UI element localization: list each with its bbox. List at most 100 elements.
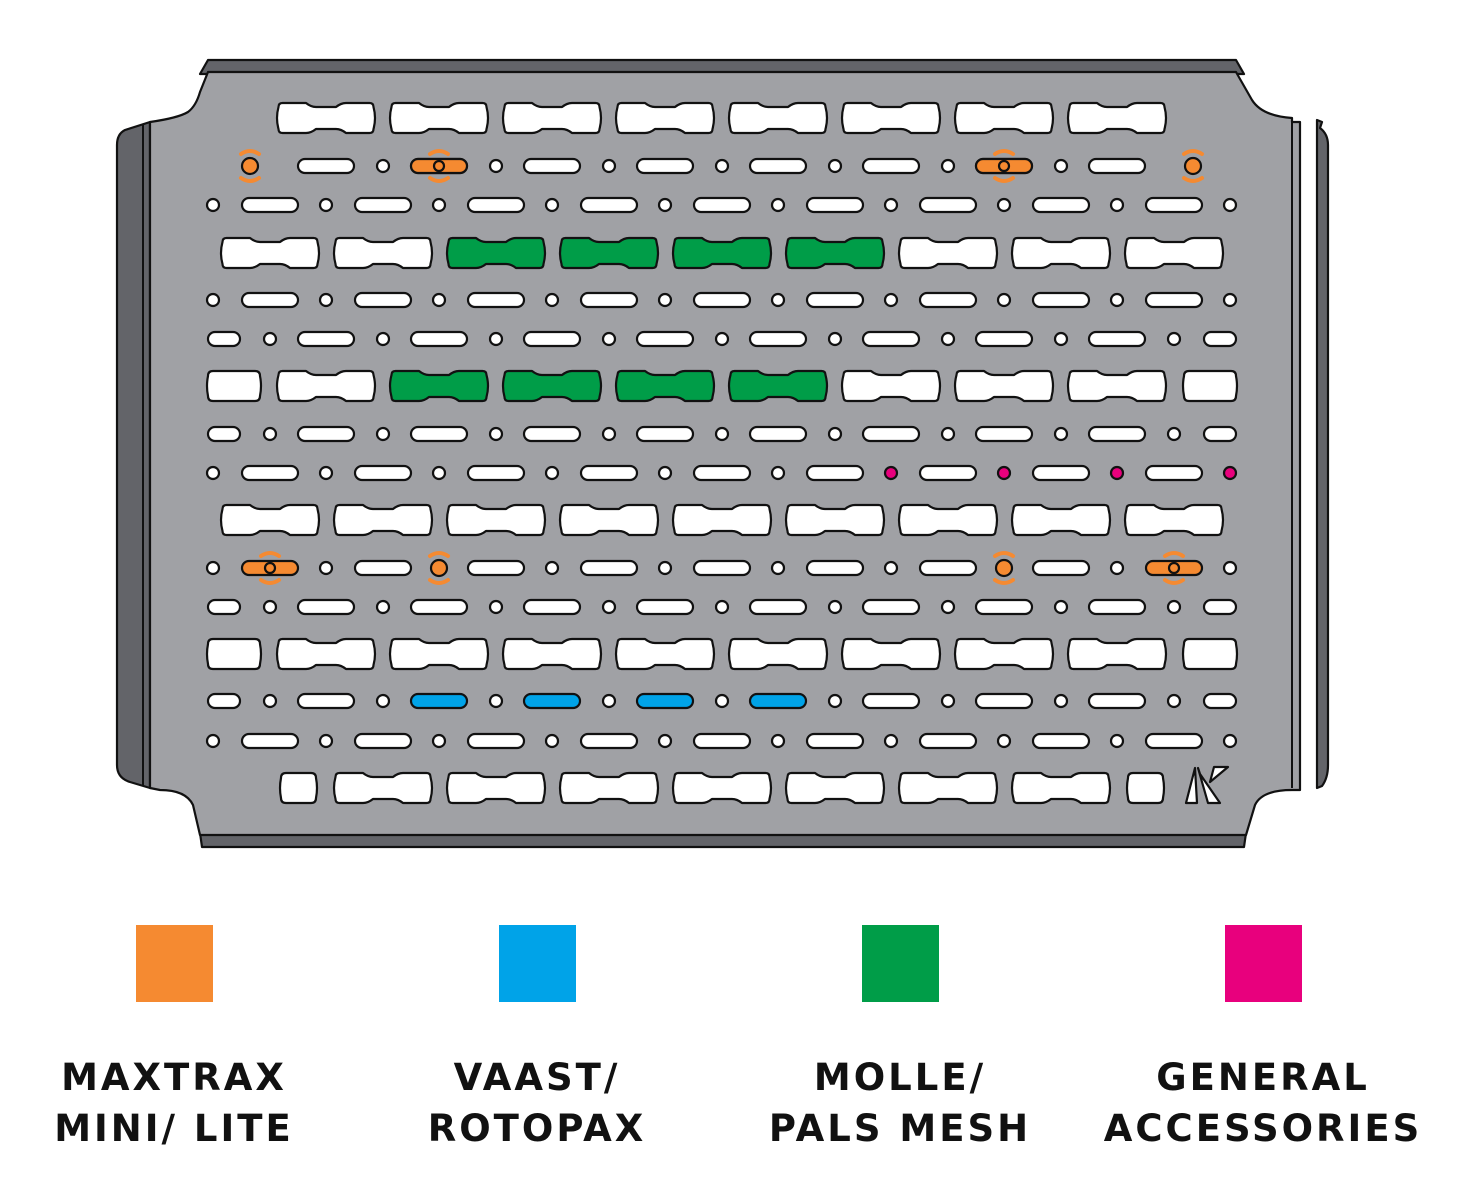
hole	[544, 560, 560, 576]
maxtrax-clip-arc	[239, 149, 261, 156]
small-slot	[635, 157, 695, 175]
small-slot	[206, 425, 242, 443]
hole	[940, 426, 956, 442]
large-slot	[388, 101, 490, 135]
hole	[827, 693, 843, 709]
small-slot	[353, 732, 413, 750]
small-slot	[466, 732, 526, 750]
hole	[657, 733, 673, 749]
hole	[827, 599, 843, 615]
large-slot	[784, 771, 886, 805]
large-slot	[727, 369, 829, 403]
small-slot	[240, 464, 300, 482]
hole	[1109, 560, 1125, 576]
legend-label-line2: PALS MESH	[768, 1107, 1032, 1150]
large-slot	[614, 369, 716, 403]
hole	[657, 465, 673, 481]
small-slot	[409, 692, 469, 710]
small-slot	[918, 464, 978, 482]
maxtrax-clip-arc	[1163, 551, 1185, 558]
small-slot	[918, 196, 978, 214]
hole	[205, 197, 221, 213]
hole	[488, 331, 504, 347]
hole	[431, 733, 447, 749]
legend-label-line1: VAAST/	[453, 1056, 621, 1099]
small-slot	[296, 330, 356, 348]
large-slot	[671, 236, 773, 270]
hole	[714, 599, 730, 615]
hole	[883, 560, 899, 576]
small-slot	[522, 157, 582, 175]
maxtrax-clip-arc	[428, 578, 450, 585]
small-slot	[1031, 196, 1091, 214]
small-slot	[918, 732, 978, 750]
hole	[240, 156, 260, 176]
small-slot	[522, 598, 582, 616]
legend-label-line2: ACCESSORIES	[1103, 1107, 1423, 1150]
maxtrax-clip-arc	[993, 551, 1015, 558]
hole	[996, 197, 1012, 213]
hole	[1222, 733, 1238, 749]
hole	[827, 158, 843, 174]
hole	[375, 331, 391, 347]
hole	[262, 331, 278, 347]
hole	[318, 560, 334, 576]
hole	[1166, 426, 1182, 442]
large-slot	[558, 236, 660, 270]
large-slot	[445, 236, 547, 270]
large-slot	[727, 101, 829, 135]
maxtrax-clip-arc	[1182, 149, 1204, 156]
hole	[1222, 465, 1238, 481]
large-slot	[219, 503, 321, 537]
small-slot	[353, 196, 413, 214]
legend-swatch-maxtrax	[135, 925, 213, 1002]
large-slot	[840, 369, 942, 403]
small-slot	[1202, 425, 1238, 443]
small-slot	[805, 732, 865, 750]
small-slot	[296, 692, 356, 710]
maxtrax-clip-arc	[993, 149, 1015, 156]
small-slot	[296, 425, 356, 443]
large-slot	[388, 369, 490, 403]
hole	[714, 331, 730, 347]
small-slot	[861, 692, 921, 710]
hole	[262, 693, 278, 709]
hole	[1183, 156, 1203, 176]
small-slot	[918, 291, 978, 309]
large-slot	[558, 503, 660, 537]
hole	[1053, 158, 1069, 174]
maxtrax-clip-arc	[993, 176, 1015, 183]
legend-swatch-molle	[861, 925, 939, 1002]
large-slot	[501, 369, 603, 403]
small-slot	[579, 196, 639, 214]
hole	[770, 292, 786, 308]
hole	[1053, 693, 1069, 709]
small-slot	[522, 330, 582, 348]
small-slot	[1202, 692, 1238, 710]
small-slot	[1087, 598, 1147, 616]
hole	[940, 599, 956, 615]
hole	[263, 561, 277, 575]
hole	[262, 599, 278, 615]
small-slot	[1087, 330, 1147, 348]
hole	[318, 197, 334, 213]
small-slot	[409, 330, 469, 348]
hole	[1109, 465, 1125, 481]
small-slot	[692, 464, 752, 482]
hole	[375, 693, 391, 709]
hole	[205, 733, 221, 749]
hole	[657, 560, 673, 576]
large-slot	[1010, 236, 1112, 270]
half-slot	[205, 637, 263, 671]
maxtrax-clip-arc	[428, 149, 450, 156]
hole	[432, 159, 446, 173]
large-slot	[897, 771, 999, 805]
large-slot	[671, 503, 773, 537]
large-slot	[1010, 771, 1112, 805]
large-slot	[897, 236, 999, 270]
large-slot	[332, 503, 434, 537]
hole	[1222, 560, 1238, 576]
small-slot	[748, 692, 808, 710]
hole	[1166, 331, 1182, 347]
hole	[375, 158, 391, 174]
